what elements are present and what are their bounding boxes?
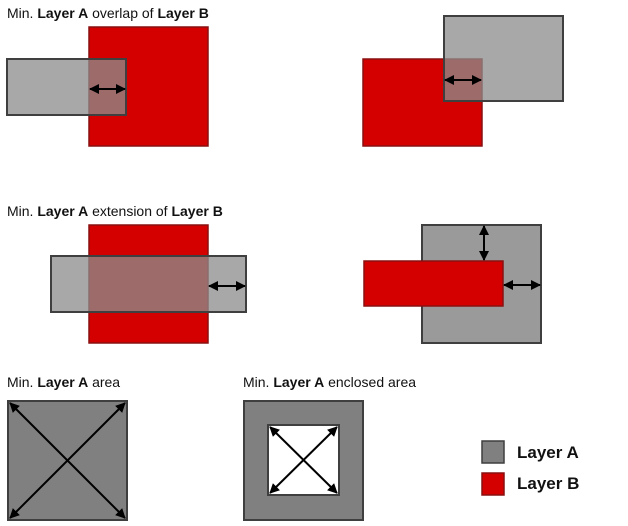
layer-a-shape xyxy=(6,58,127,116)
extension-title: Min. Layer A extension of Layer B xyxy=(7,203,223,219)
legend-label-layer-a: Layer A xyxy=(517,443,579,462)
layer-b-shape xyxy=(363,260,504,307)
layer-a-shape xyxy=(50,255,247,313)
enclosed-diagonal-arrow xyxy=(269,426,338,494)
area-diagonal-arrow xyxy=(9,402,126,519)
legend-swatch-layer-a xyxy=(481,440,505,464)
layer-a-shape xyxy=(443,15,564,102)
legend-swatch-layer-b xyxy=(481,472,505,496)
enclosed-area-title: Min. Layer A enclosed area xyxy=(243,374,416,390)
legend: Layer A Layer B xyxy=(481,440,579,496)
area-title: Min. Layer A area xyxy=(7,374,120,390)
overlap-title: Min. Layer A overlap of Layer B xyxy=(7,5,209,21)
legend-label-layer-b: Layer B xyxy=(517,474,579,493)
